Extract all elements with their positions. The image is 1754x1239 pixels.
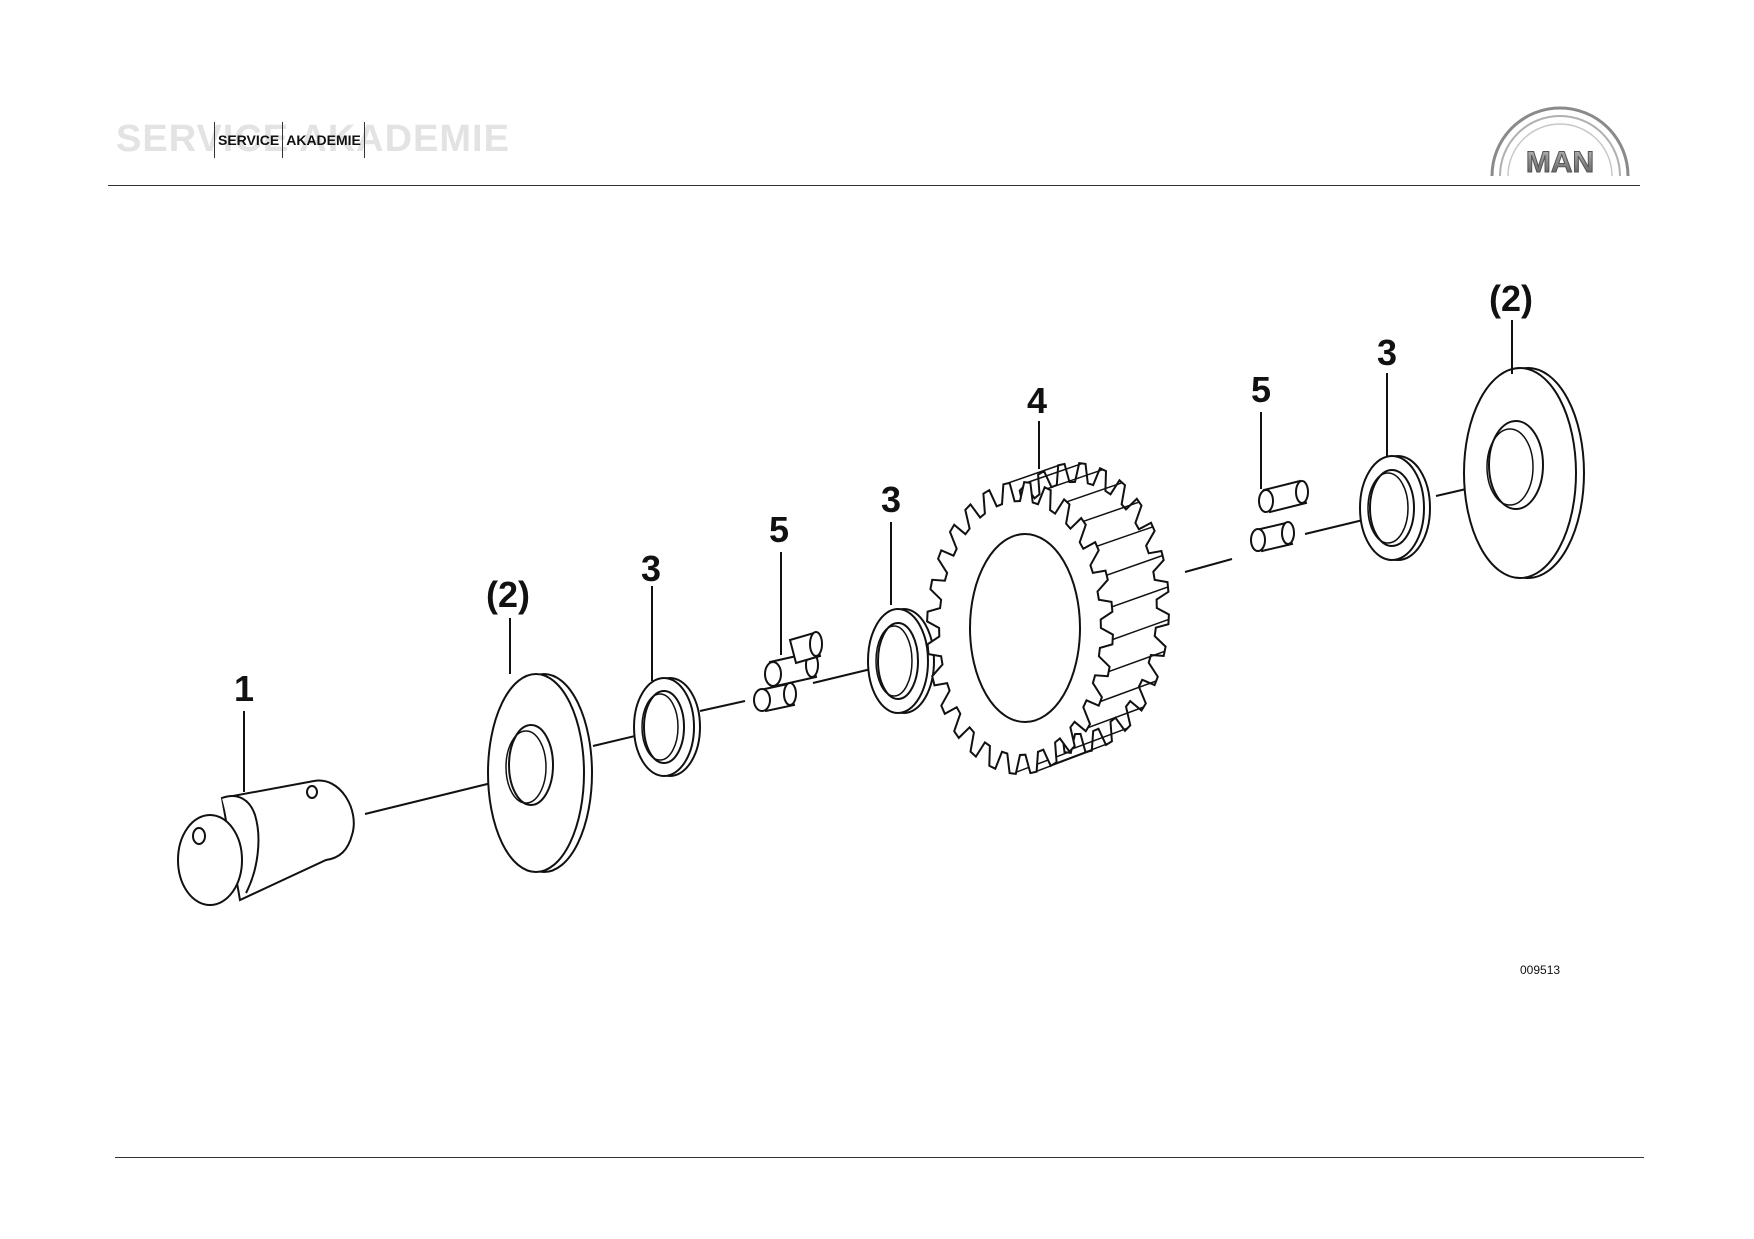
part-3-ring-3	[1359, 455, 1431, 561]
gear-tooth-ridge	[1047, 468, 1104, 490]
gear-tooth-ridge	[1096, 526, 1154, 547]
gear-tooth-ridge	[1071, 727, 1128, 750]
gear-tooth-ridge	[1100, 680, 1157, 703]
gear-tooth-ridge	[1108, 650, 1165, 673]
logo-text: MAN	[1526, 146, 1594, 179]
gear-tooth-ridge	[1106, 554, 1163, 576]
bottom-rule	[115, 1157, 1644, 1158]
callout-3-ring-3: 3	[1377, 332, 1397, 373]
part-2-washer-right	[1463, 367, 1585, 579]
gear-tooth-ridge	[1027, 462, 1083, 484]
part-3-ring-1	[633, 677, 701, 777]
gear-tooth-ridge	[1033, 750, 1089, 774]
figure-reference-number: 009513	[1520, 963, 1560, 977]
top-rule	[108, 185, 1640, 186]
part-5-needles-left	[753, 631, 823, 713]
callout-3-ring-1: 3	[641, 548, 661, 589]
callout-5-needles-left: 5	[769, 509, 789, 550]
gear-tooth-ridge	[1111, 586, 1169, 608]
gear-tooth-ridge	[1083, 501, 1140, 523]
callout-5-needles-right: 5	[1251, 369, 1271, 410]
header-title-box: SERVICE AKADEMIE	[214, 122, 365, 158]
callout-2-washer-right: (2)	[1489, 278, 1533, 319]
callout-1-shaft: 1	[234, 668, 254, 709]
gear-tooth-ridge	[1012, 751, 1068, 775]
part-1-shaft	[177, 779, 355, 906]
gear-tooth-ridge	[1112, 618, 1169, 641]
part-4-gear	[926, 461, 1170, 776]
gear-tooth-ridge	[1066, 481, 1123, 503]
part-5-needles-right	[1250, 479, 1309, 553]
gear-tooth-ridge	[1087, 706, 1144, 729]
callout-3-ring-2: 3	[881, 479, 901, 520]
gear-bore	[969, 533, 1081, 723]
callout-leaders	[243, 320, 1513, 792]
callout-4-gear: 4	[1027, 380, 1047, 421]
man-logo: MAN	[1490, 106, 1630, 180]
callout-2-washer-left: (2)	[486, 574, 530, 615]
part-2-washer-left	[487, 673, 593, 873]
gear-tooth-ridge	[1006, 463, 1062, 485]
part-3-ring-2	[867, 608, 935, 714]
header-word-service: SERVICE	[214, 122, 282, 158]
header-word-akademie: AKADEMIE	[282, 122, 365, 158]
header-watermark: SERVICE AKADEMIE	[116, 118, 510, 160]
